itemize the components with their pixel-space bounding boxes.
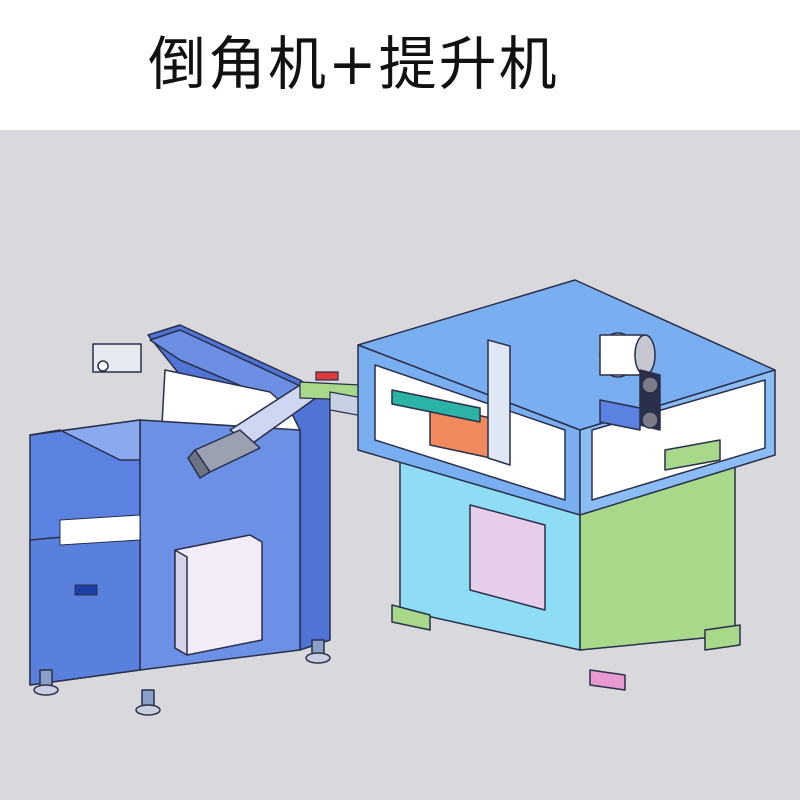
page-title: 倒角机+提升机 <box>148 30 559 98</box>
lifter-machine <box>29 324 331 716</box>
chamfer-machine <box>357 279 776 691</box>
machine-render <box>0 130 800 800</box>
header: 倒角机+提升机 <box>0 0 800 130</box>
machine-illustration <box>0 130 800 800</box>
